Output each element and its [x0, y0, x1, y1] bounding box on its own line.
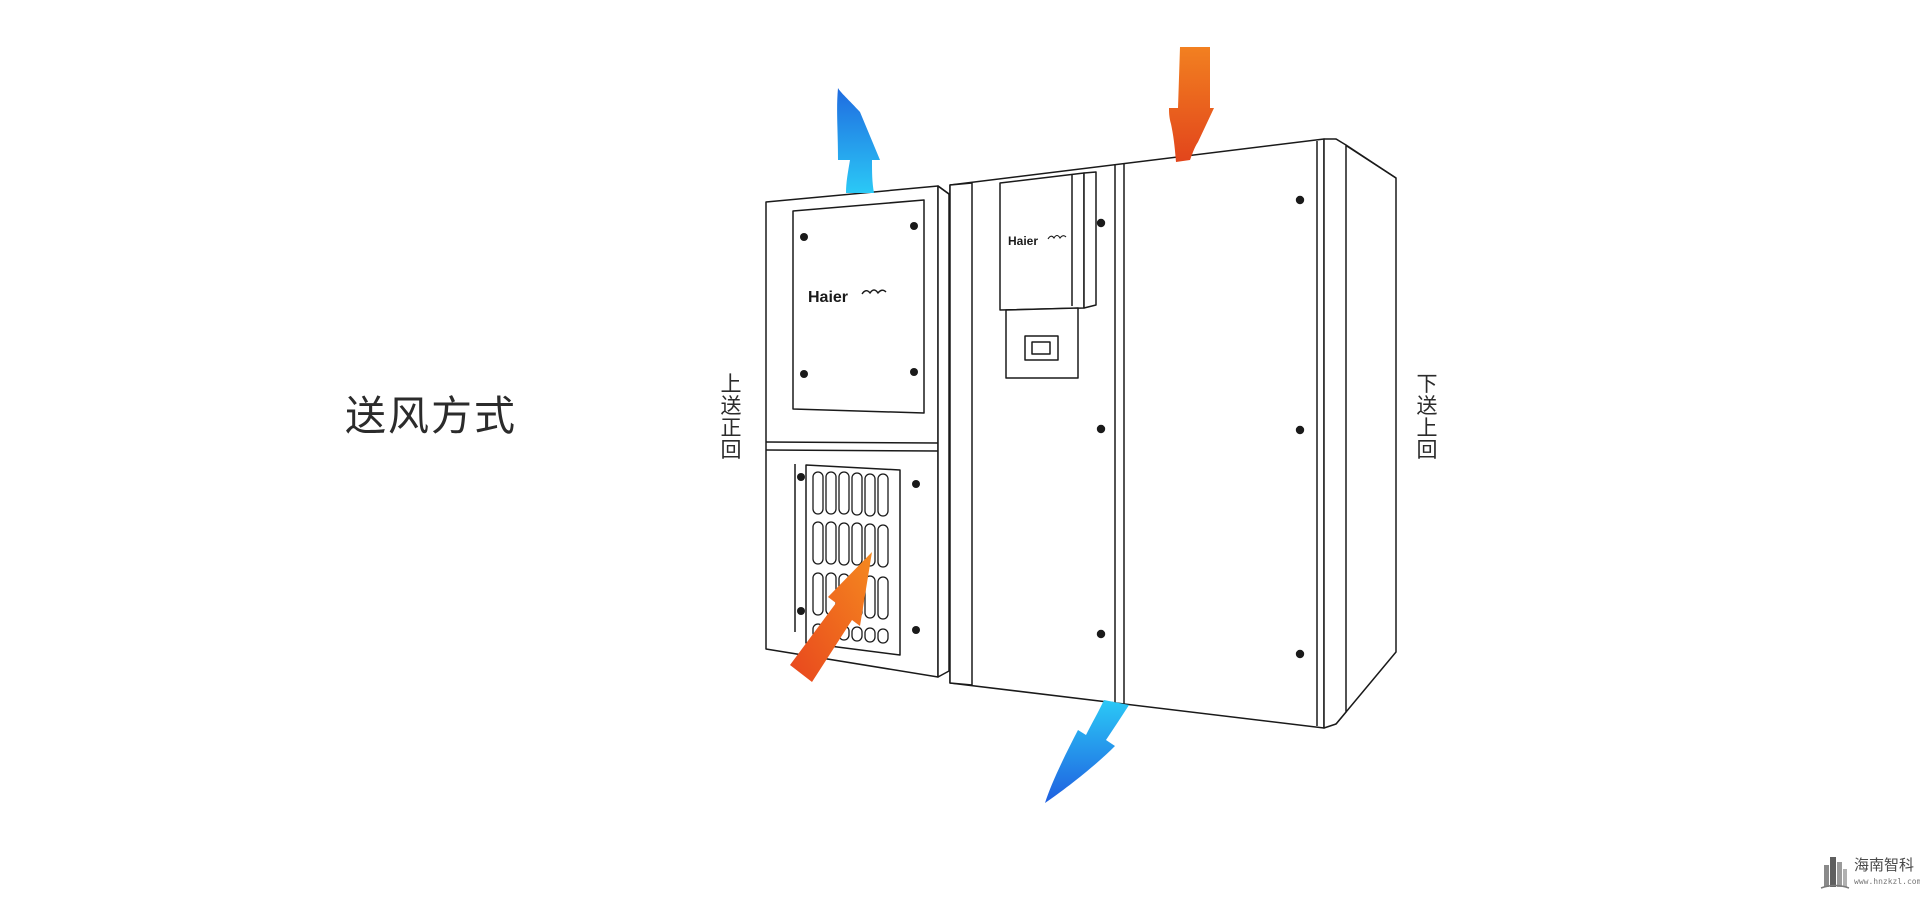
mode-label-top-supply: 上送正回	[720, 372, 742, 462]
mode-label-bottom-supply: 下送上回	[1416, 372, 1438, 462]
svg-text:Haier: Haier	[1008, 234, 1038, 248]
blue-arrow-icon	[1045, 700, 1129, 803]
orange-arrow-icon	[1169, 47, 1214, 162]
page-title: 送风方式	[345, 392, 517, 440]
haier-logo-large: Haier	[808, 289, 887, 306]
blue-arrow-icon	[837, 88, 880, 193]
building-logo-icon	[1820, 857, 1850, 889]
grille-frame	[805, 464, 901, 656]
watermark: 海南智科 www.hnzkzl.com	[1820, 851, 1920, 897]
upper-door-panel	[792, 199, 925, 414]
haier-logo-small: Haier	[1008, 234, 1067, 248]
right-cabinet-screws	[1096, 195, 1305, 659]
watermark-name: 海南智科	[1854, 856, 1915, 874]
watermark-url: www.hnzkzl.com	[1854, 877, 1920, 886]
orange-arrow-icon	[790, 552, 872, 682]
right-cabinet	[949, 138, 1397, 729]
upper-door-screws	[797, 222, 920, 634]
svg-text:Haier: Haier	[808, 289, 848, 306]
left-cabinet	[765, 185, 950, 678]
